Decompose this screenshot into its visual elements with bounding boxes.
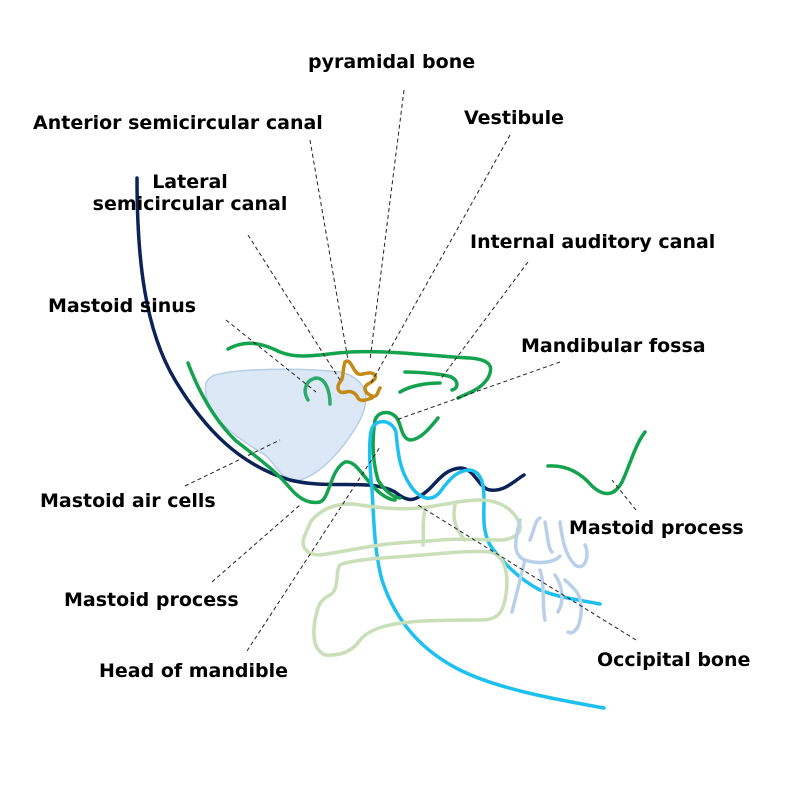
leader-mastoid-process-right <box>611 479 637 511</box>
label-mandibular-fossa: Mandibular fossa <box>521 335 706 357</box>
mandible-lower-outline <box>312 549 509 657</box>
mastoid-process-right-outline <box>546 430 647 496</box>
leader-pyramidal-bone <box>369 89 405 361</box>
leader-mastoid-sinus <box>225 319 317 393</box>
lateral-semicircular-canal <box>303 376 332 406</box>
mandibular-fossa-outline <box>371 410 440 500</box>
label-vestibule: Vestibule <box>464 107 564 129</box>
internal-carotid-artery <box>367 419 606 710</box>
vestibule-structure <box>336 359 382 403</box>
leader-mandibular-fossa <box>395 361 561 421</box>
label-head-of-mandible: Head of mandible <box>99 660 289 682</box>
leader-internal-auditory-canal <box>439 261 529 381</box>
leader-head-of-mandible <box>246 446 381 652</box>
label-lateral-semicircular-canal: Lateral semicircular canal <box>70 171 310 216</box>
leader-anterior-semicircular-canal <box>309 139 349 361</box>
label-lateral-semicircular-canal-line1: Lateral <box>152 171 228 193</box>
label-mastoid-process-left: Mastoid process <box>64 589 239 611</box>
mastoid-air-cells-region <box>204 368 367 481</box>
label-mastoid-air-cells: Mastoid air cells <box>40 490 216 512</box>
label-lateral-semicircular-canal-line2: semicircular canal <box>92 192 288 215</box>
label-anterior-semicircular-canal: Anterior semicircular canal <box>33 112 323 134</box>
label-occipital-bone: Occipital bone <box>597 649 751 671</box>
leader-mastoid-air-cells <box>184 439 281 487</box>
label-mastoid-sinus: Mastoid sinus <box>48 295 197 317</box>
leader-vestibule <box>369 134 511 386</box>
leader-lateral-semicircular-canal <box>247 234 341 381</box>
temporal-bone-upper-outline <box>226 341 493 400</box>
leader-mastoid-process-left <box>211 504 301 583</box>
vertebra-structure <box>510 516 589 635</box>
mandible-ramus-outline <box>421 503 467 547</box>
label-internal-auditory-canal: Internal auditory canal <box>470 231 716 253</box>
mandible-upper-outline <box>301 498 522 557</box>
internal-auditory-canal-outline <box>398 370 459 394</box>
leader-lines <box>184 89 637 652</box>
label-pyramidal-bone: pyramidal bone <box>308 51 476 73</box>
leader-occipital-bone <box>417 504 637 641</box>
label-mastoid-process-right: Mastoid process <box>569 517 744 539</box>
